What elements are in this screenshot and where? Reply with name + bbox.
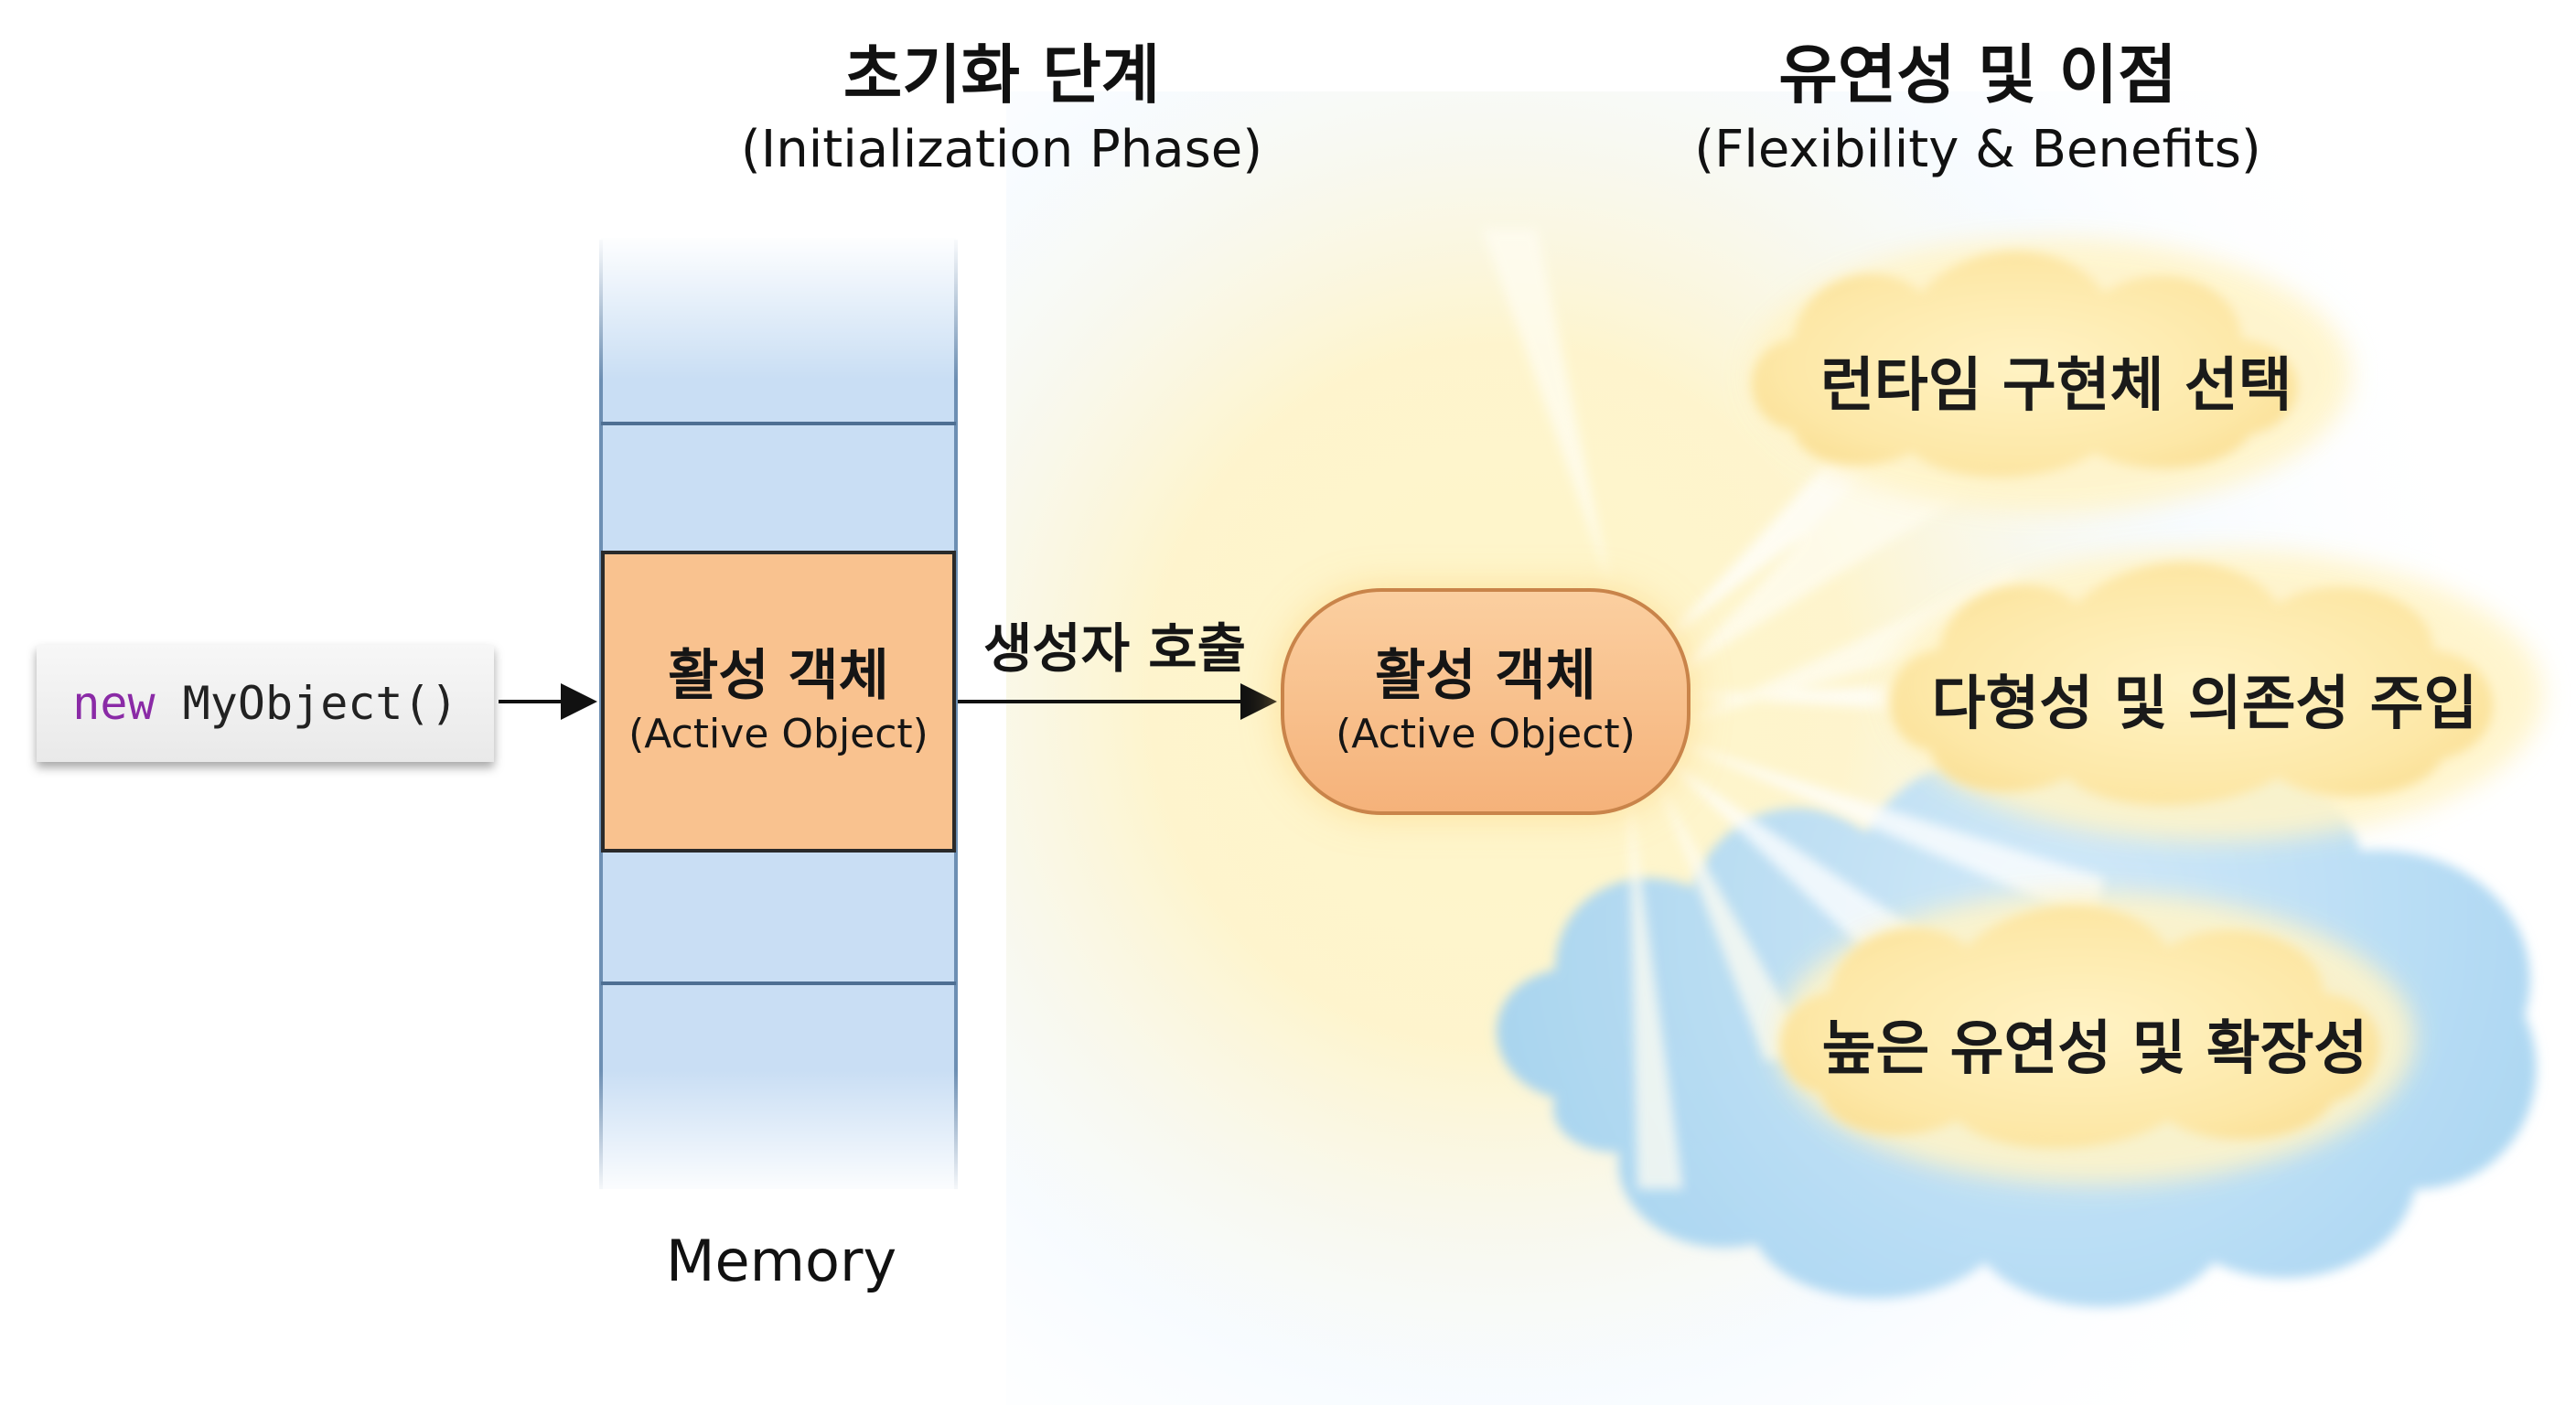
result-active-object-label-ko: 활성 객체 <box>1375 644 1596 708</box>
init-phase-heading: 초기화 단계 (Initialization Phase) <box>544 37 1459 183</box>
constructor-call-label: 생성자 호출 <box>983 617 1246 680</box>
memory-active-object-label-en: (Active Object) <box>628 711 928 757</box>
code-keyword: new <box>72 677 156 730</box>
benefit-cloud-3 <box>1775 892 2415 1185</box>
init-phase-title-ko: 초기화 단계 <box>843 38 1161 113</box>
code-snippet: new MyObject() <box>37 645 494 762</box>
code-expression: MyObject() <box>155 677 458 730</box>
benefit-polymorphism-di: 다형성 및 의존성 주입 <box>1931 670 2478 738</box>
memory-label: Memory <box>666 1228 897 1294</box>
memory-active-object: 활성 객체 (Active Object) <box>601 551 956 853</box>
benefit-cloud-1 <box>1747 238 2351 512</box>
init-phase-title-en: (Initialization Phase) <box>740 120 1263 179</box>
benefit-flexibility-extensibility: 높은 유연성 및 확장성 <box>1821 1015 2368 1083</box>
benefit-runtime-implementation: 런타임 구현체 선택 <box>1820 352 2292 420</box>
memory-active-object-label-ko: 활성 객체 <box>668 644 889 708</box>
benefits-heading: 유연성 및 이점 (Flexibility & Benefits) <box>1520 37 2435 183</box>
benefits-title-en: (Flexibility & Benefits) <box>1694 120 2261 179</box>
benefit-cloud-2 <box>1884 549 2543 842</box>
result-active-object-label-en: (Active Object) <box>1336 711 1636 757</box>
benefits-title-ko: 유연성 및 이점 <box>1778 38 2177 113</box>
result-active-object: 활성 객체 (Active Object) <box>1281 588 1690 815</box>
